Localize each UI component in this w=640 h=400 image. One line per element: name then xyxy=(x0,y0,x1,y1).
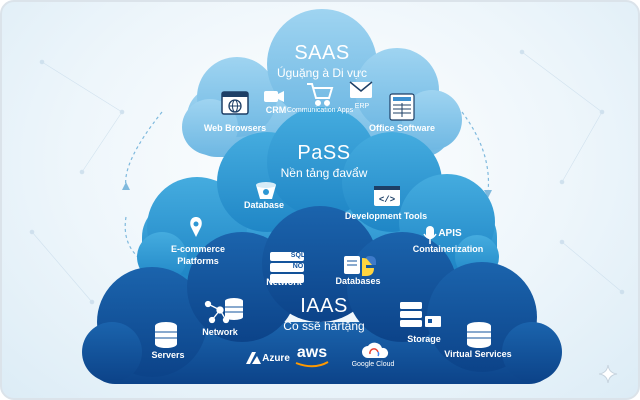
svg-text:</>: </> xyxy=(379,195,395,205)
servers-label: Servers xyxy=(151,350,185,360)
communication-apps-label: Communication Apps xyxy=(286,107,354,114)
apis-microphone-icon xyxy=(423,226,437,244)
azure-label: Azure xyxy=(262,353,290,364)
nosql-icon-text: NO xyxy=(292,263,304,270)
iaas-cloud xyxy=(82,206,562,384)
saas-title: SAAS xyxy=(294,42,350,64)
virtual-services-icon xyxy=(467,322,491,348)
azure-logo-icon xyxy=(246,352,261,364)
apis-label: APIS xyxy=(438,228,462,239)
sql-database-icon xyxy=(270,252,304,283)
google-cloud-logo-icon xyxy=(362,342,389,358)
database-label: Database xyxy=(243,200,285,210)
arrow-head-right xyxy=(484,190,492,198)
network-left-label: Network xyxy=(202,327,238,337)
aws-label: aws xyxy=(296,344,328,361)
cycle-arrows xyxy=(124,111,490,258)
network-top-label: Network xyxy=(266,277,302,287)
arrow-head-left xyxy=(122,182,130,190)
shopping-cart-icon xyxy=(307,83,334,106)
web-browsers-label: Web Browsers xyxy=(203,123,267,133)
saas-subtitle: Úguặng à Di vực xyxy=(276,66,368,80)
development-tools-label: Development Tools xyxy=(344,211,428,221)
crm-label: CRM xyxy=(265,105,287,115)
iaas-title: IAAS xyxy=(300,295,348,317)
database-bucket-icon xyxy=(256,182,276,199)
email-icon xyxy=(349,81,373,98)
office-software-icon xyxy=(389,93,415,121)
storage-label: Storage xyxy=(407,334,441,344)
aws-smile-icon xyxy=(295,361,329,368)
server-rack-icon xyxy=(155,322,177,348)
background-network-lines xyxy=(29,49,625,305)
ecommerce-label-line2: Platforms xyxy=(177,256,219,266)
databases-label: Databases xyxy=(335,276,381,286)
ecommerce-label-line1: E-commerce xyxy=(170,244,226,254)
sparkle-icon xyxy=(598,364,618,384)
network-server-icon xyxy=(225,298,243,320)
iaas-subtitle: Co ssẽ hàrtặng xyxy=(283,319,365,333)
virtual-services-label: Virtual Services xyxy=(444,349,512,359)
sql-icon-text: SQL xyxy=(290,252,306,259)
databases-python-icon xyxy=(344,256,376,276)
crm-camera-icon xyxy=(264,91,284,102)
containerization-label: Containerization xyxy=(412,244,484,254)
erp-label: ERP xyxy=(354,103,370,110)
google-cloud-label: Google Cloud xyxy=(351,361,395,368)
paas-subtitle: Nền tảng đavẩw xyxy=(280,166,368,180)
development-tools-icon: </> xyxy=(374,186,400,206)
office-software-label: Office Software xyxy=(368,123,436,133)
ecommerce-pin-icon xyxy=(190,217,202,237)
web-browser-icon xyxy=(221,91,249,115)
paas-title: PaSS xyxy=(297,142,351,164)
storage-icon xyxy=(400,302,441,327)
